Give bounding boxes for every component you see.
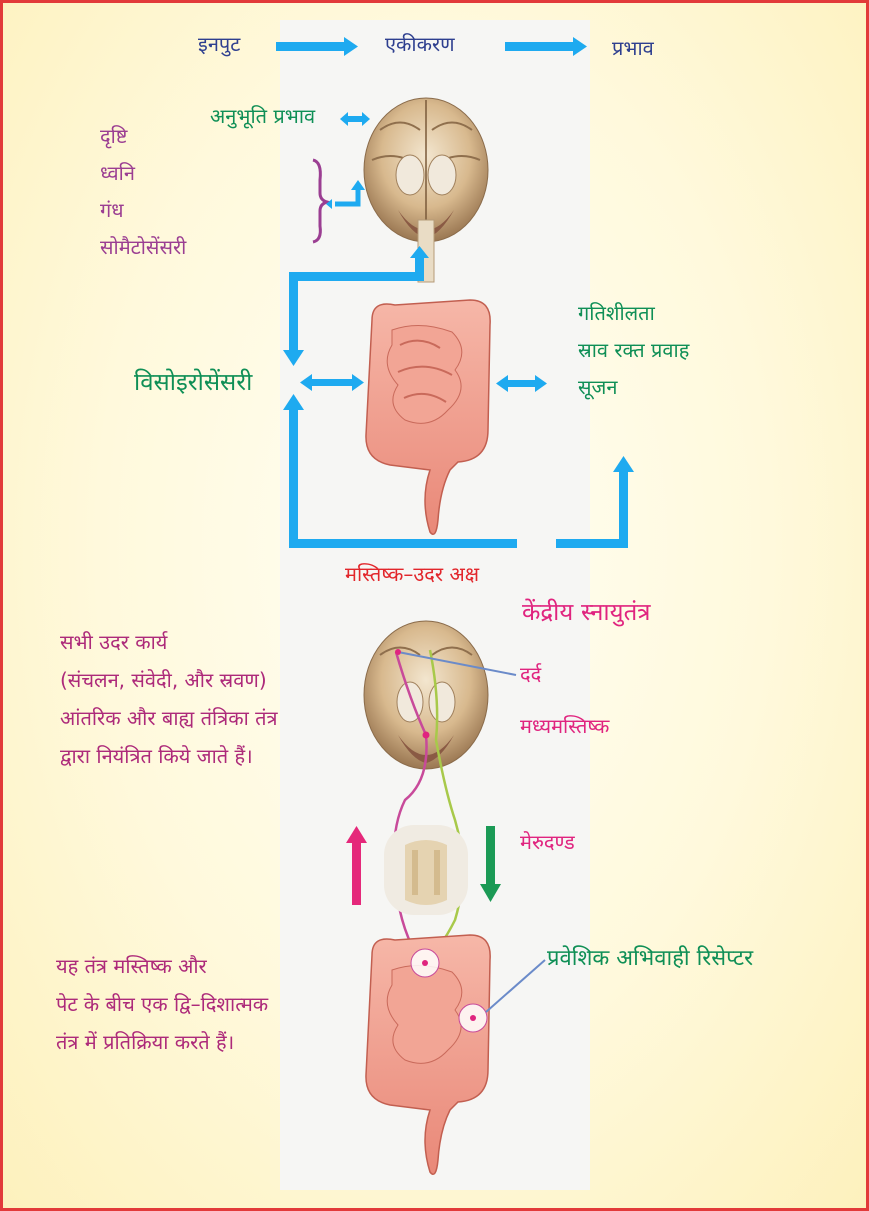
senses-arrow [326, 180, 365, 209]
pain-dot [395, 649, 401, 655]
flow-effect-label: प्रभाव [612, 38, 654, 58]
receptor-label: प्रवेशिक अभिवाही रिसेप्टर [547, 948, 753, 970]
description-1-line-4: द्वारा नियंत्रित किये जाते हैं। [60, 746, 253, 766]
receptor-pointer [486, 960, 545, 1012]
description-2-line-3: तंत्र में प्रतिक्रिया करते हैं। [56, 1032, 234, 1052]
senses-bracket [313, 160, 327, 242]
down-arrow [480, 826, 501, 902]
brain-gut-axis-label: मस्तिष्क–उदर अक्ष [345, 564, 479, 584]
flow-arrow-2 [505, 37, 587, 56]
visceral-arrow [300, 374, 364, 391]
effect-secretion: स्राव रक्त प्रवाह [578, 340, 689, 360]
effect-motility: गतिशीलता [578, 303, 655, 323]
description-1-line-1: सभी उदर कार्य [60, 632, 167, 652]
visceral-label: विसोइरोसेंसरी [134, 370, 252, 394]
cns-title: केंद्रीय स्नायुतंत्र [522, 600, 651, 624]
flow-integration-label: एकीकरण [385, 34, 455, 54]
up-arrow [346, 826, 367, 905]
spinal-cord-section [384, 825, 468, 915]
perception-arrow [340, 112, 370, 126]
flow-arrow-1 [276, 37, 358, 56]
description-1-line-3: आंतरिक और बाह्य तंत्रिका तंत्र [60, 708, 278, 728]
intestine-illustration [366, 300, 490, 534]
midbrain-label: मध्यमस्तिष्क [520, 716, 609, 736]
effect-inflammation: सूजन [578, 377, 617, 397]
sense-somatosensory: सोमैटोसेंसरी [100, 237, 186, 257]
description-1-line-2: (संचलन, संवेदी, और स्रवण) [60, 670, 267, 690]
sense-smell: गंध [100, 200, 124, 220]
sense-vision: दृष्टि [100, 126, 127, 146]
gut-section [366, 935, 490, 1174]
sense-sound: ध्वनि [100, 163, 135, 183]
effects-arrow [496, 375, 547, 392]
midbrain-dot [423, 732, 430, 739]
flow-input-label: इनपुट [198, 34, 240, 54]
spinal-cord-label: मेरुदण्ड [520, 832, 575, 852]
description-2-line-2: पेट के बीच एक द्वि–दिशात्मक [56, 994, 268, 1014]
description-2-line-1: यह तंत्र मस्तिष्क और [56, 956, 207, 976]
perception-effect-label: अनुभूति प्रभाव [210, 106, 315, 126]
pain-label: दर्द [520, 664, 541, 684]
